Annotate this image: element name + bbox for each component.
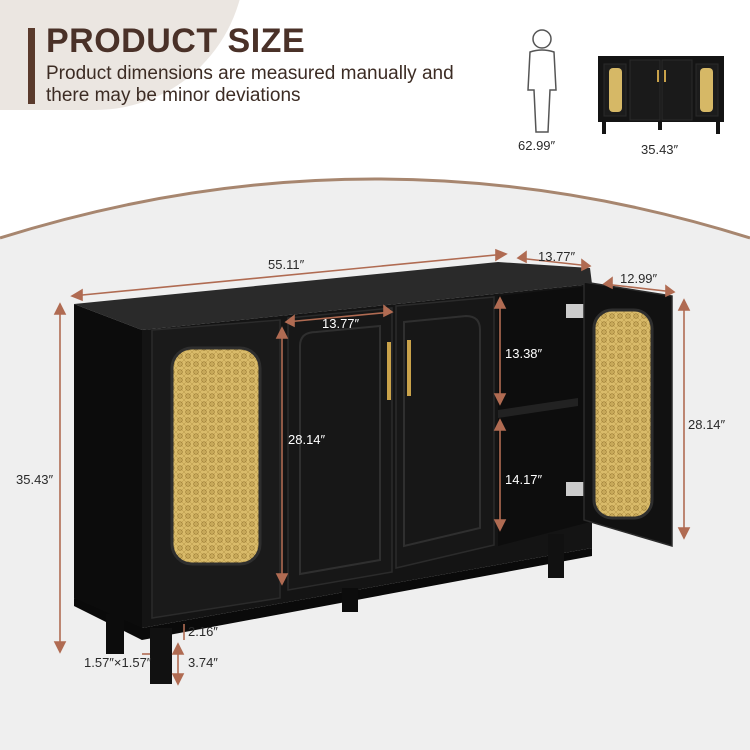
upper-shelf-label: 13.38″ (505, 346, 543, 361)
title-accent-bar (28, 28, 35, 104)
right-handle (407, 340, 411, 396)
left-rattan-panel (170, 346, 262, 566)
side-door-height-label: 28.14″ (688, 417, 726, 432)
lower-shelf-label: 14.17″ (505, 472, 543, 487)
leg-clearance-label: 2.16″ (188, 624, 218, 639)
door-width-label: 13.77″ (322, 316, 360, 331)
page-title: PRODUCT SIZE (46, 22, 306, 60)
lower-hinge (566, 482, 584, 496)
door-depth-label: 12.99″ (620, 271, 658, 286)
upper-hinge (566, 304, 584, 318)
leg-height-label: 3.74″ (188, 655, 218, 670)
cabinet-height-label: 35.43″ (641, 142, 679, 157)
leg-size-label: 1.57″×1.57″ (84, 655, 152, 670)
depth-label: 13.77″ (538, 249, 576, 264)
person-silhouette-icon (527, 29, 557, 133)
right-rattan-panel (592, 308, 654, 520)
person-height-label: 62.99″ (518, 138, 556, 153)
overall-width-label: 55.11″ (268, 257, 305, 272)
door-height-label: 28.14″ (288, 432, 326, 447)
page-subtitle: Product dimensions are measured manually… (46, 63, 454, 106)
overall-height-label: 35.43″ (16, 472, 54, 487)
cabinet-thumbnail (598, 56, 724, 134)
left-handle (387, 342, 391, 400)
